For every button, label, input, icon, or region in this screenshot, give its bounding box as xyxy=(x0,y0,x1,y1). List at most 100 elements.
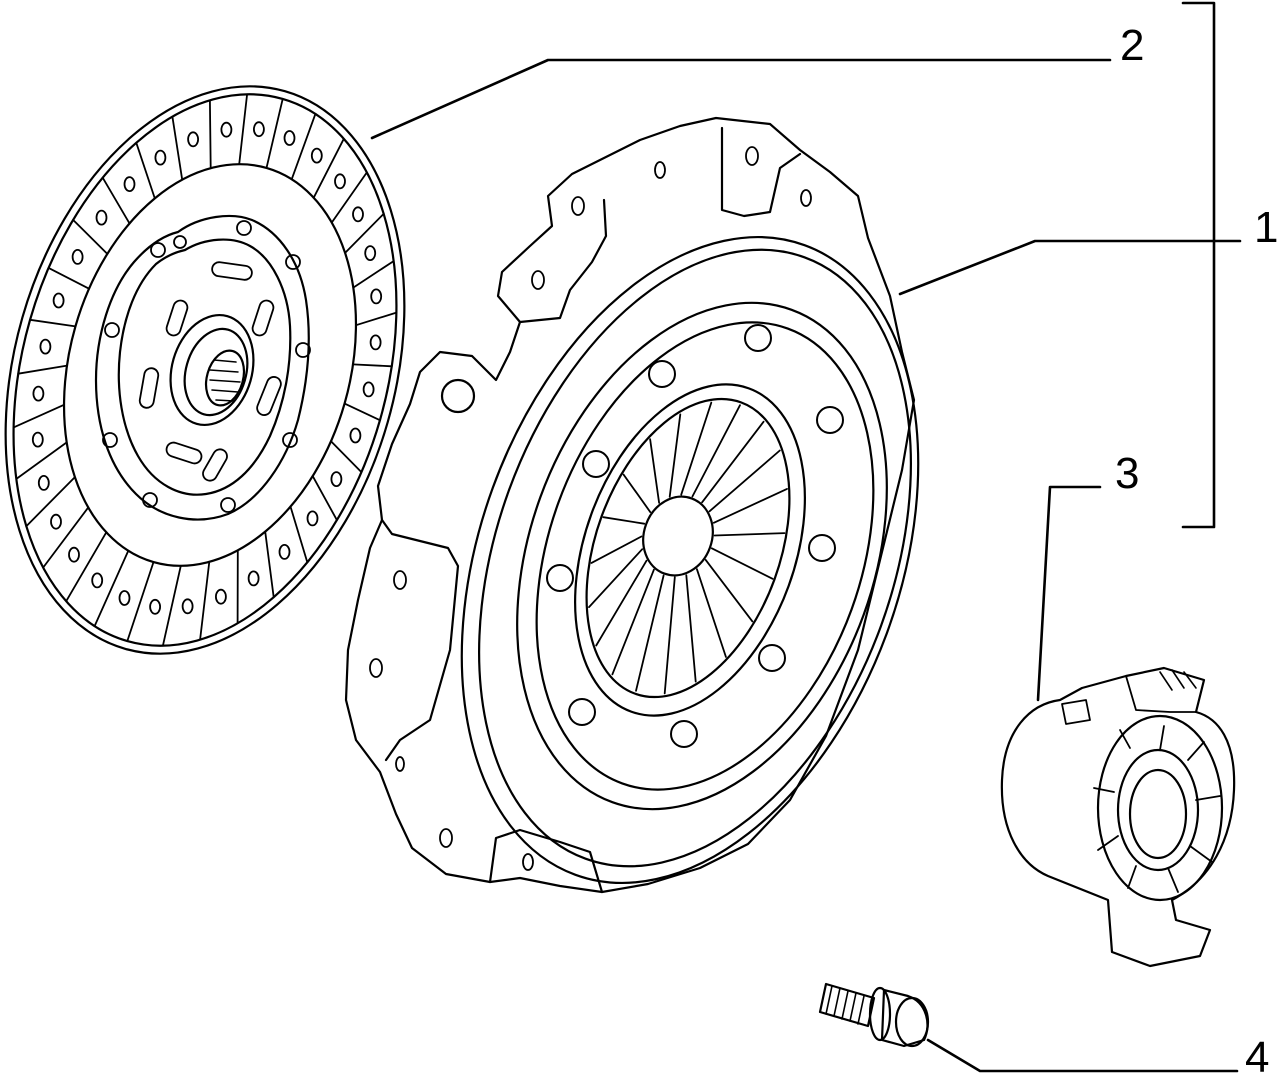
cover-flange-outline xyxy=(346,118,914,892)
clutch-disc xyxy=(0,39,468,701)
friction-segment-divider xyxy=(356,313,396,326)
friction-segment-divider xyxy=(239,94,247,164)
friction-rivet xyxy=(33,433,43,447)
leader-line-2 xyxy=(372,60,1110,138)
friction-rivet xyxy=(54,294,64,308)
callout-1: 1 xyxy=(1254,206,1278,250)
hub-rivets xyxy=(103,221,310,512)
flange-bolt xyxy=(820,984,928,1046)
diaphragm-finger xyxy=(710,451,780,512)
friction-rivet xyxy=(365,246,375,260)
friction-rivets xyxy=(33,122,381,614)
friction-segment-divider xyxy=(49,268,89,289)
friction-rivet xyxy=(364,382,374,396)
friction-segment-divider xyxy=(163,566,181,646)
callout-2: 2 xyxy=(1120,24,1144,68)
friction-rivet xyxy=(183,599,193,613)
bearing-clip xyxy=(1062,700,1090,724)
diaphragm-finger xyxy=(596,561,646,646)
friction-segment-divider xyxy=(66,532,106,601)
friction-rivet xyxy=(254,122,264,136)
diaphragm-center-bore xyxy=(632,487,723,585)
friction-rivet xyxy=(73,250,83,264)
diaphragm-finger xyxy=(715,533,785,535)
callout-3: 3 xyxy=(1115,452,1139,496)
friction-rivet xyxy=(285,131,295,145)
callout-4: 4 xyxy=(1245,1036,1269,1080)
friction-rivet xyxy=(92,573,102,587)
friction-rivet xyxy=(331,472,341,486)
friction-rivet xyxy=(312,149,322,163)
diaphragm-finger xyxy=(670,414,681,496)
friction-rivet xyxy=(125,177,135,191)
diaphragm-finger xyxy=(589,549,642,607)
friction-segment-divider xyxy=(292,114,316,179)
friction-rivet xyxy=(51,515,61,529)
friction-rivet xyxy=(221,123,231,137)
diaphragm-finger xyxy=(612,570,654,675)
friction-rivet xyxy=(39,476,49,490)
friction-segment-divider xyxy=(345,214,384,253)
diaphragm-finger xyxy=(650,439,659,503)
friction-rivet xyxy=(216,590,226,604)
leader-line-1 xyxy=(900,241,1240,294)
diaphragm-finger xyxy=(714,489,787,523)
friction-rivet xyxy=(97,211,107,225)
hub-plate-inner xyxy=(119,240,291,495)
hub-slots xyxy=(139,261,283,483)
friction-segment-divider xyxy=(30,320,75,327)
pivot-stud xyxy=(442,380,474,412)
friction-rivet xyxy=(335,174,345,188)
friction-segment-divider xyxy=(127,562,153,641)
friction-segment-divider xyxy=(332,173,367,223)
diaphragm-finger xyxy=(686,575,695,681)
diaphragm-finger xyxy=(697,569,726,657)
cover-flange-step-2 xyxy=(520,200,606,322)
friction-rivet xyxy=(188,132,198,146)
friction-segment-divider xyxy=(353,261,393,288)
diaphragm-finger xyxy=(706,560,753,622)
friction-rivet xyxy=(69,548,79,562)
friction-segment-divider xyxy=(267,99,283,168)
diaphragm-finger xyxy=(665,577,675,693)
release-bearing xyxy=(1002,668,1234,966)
friction-rivet xyxy=(33,387,43,401)
friction-segment-divider xyxy=(345,404,380,421)
diaphragm-finger xyxy=(712,548,773,579)
friction-segment-divider xyxy=(95,551,129,626)
friction-rivet xyxy=(280,545,290,559)
friction-segment-divider xyxy=(291,507,308,563)
bearing-bore xyxy=(1130,770,1186,858)
diaphragm-finger xyxy=(624,475,651,512)
bracket-1-3 xyxy=(1183,3,1214,527)
friction-rivet xyxy=(350,429,360,443)
friction-rivet xyxy=(249,571,259,585)
friction-rivet xyxy=(353,207,363,221)
leader-line-3 xyxy=(1038,487,1100,700)
diaphragm-finger xyxy=(681,403,711,495)
friction-rivet xyxy=(120,591,130,605)
friction-segment-divider xyxy=(136,143,155,199)
diaphragm-finger xyxy=(636,576,664,691)
friction-rivet xyxy=(150,600,160,614)
friction-segment-divider xyxy=(331,441,361,472)
friction-segment-divider xyxy=(18,366,67,374)
pressure-plate-assembly xyxy=(346,118,1002,947)
disc-outer-edge xyxy=(0,39,468,701)
diaphragm-finger xyxy=(603,517,644,524)
friction-rivet xyxy=(308,511,318,525)
bolt-flange xyxy=(870,988,890,1040)
friction-segment-divider xyxy=(43,507,88,567)
bearing-fork-tab xyxy=(1126,676,1196,712)
friction-segment-divider xyxy=(265,532,274,598)
friction-segment-divider xyxy=(16,442,66,479)
friction-segment-divider xyxy=(200,562,209,640)
friction-segment-divider xyxy=(14,405,64,428)
friction-rivet xyxy=(371,335,381,349)
leader-line-4 xyxy=(928,1040,1237,1071)
friction-segment-divider xyxy=(172,117,182,180)
friction-segment-divider xyxy=(353,364,392,366)
friction-rivet xyxy=(40,340,50,354)
bolt-head-face xyxy=(896,998,928,1046)
